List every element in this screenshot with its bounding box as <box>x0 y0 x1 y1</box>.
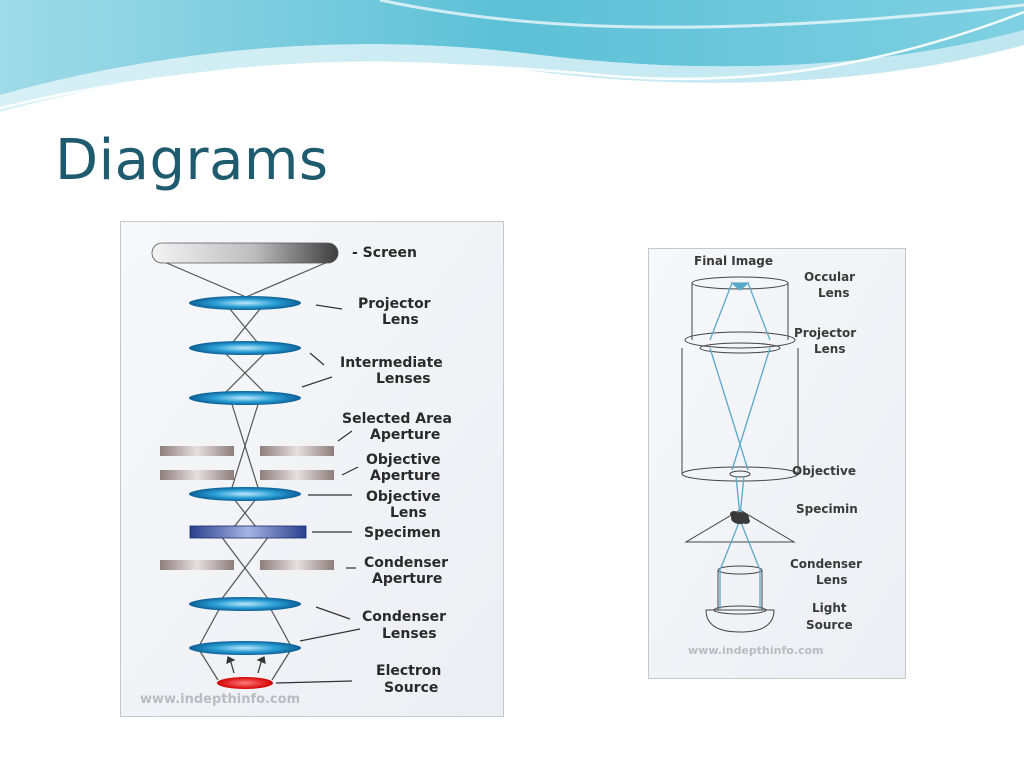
intermediate-lens-lower <box>189 391 301 405</box>
label-intermediate-lenses-line2: Lenses <box>376 371 431 387</box>
light-source-bulb <box>705 609 775 633</box>
header-wave-decoration <box>0 0 1024 112</box>
intermediate-lens-upper <box>189 341 301 355</box>
screen-plate <box>151 242 339 264</box>
objective-lens-small <box>729 470 751 478</box>
label-specimen: Specimen <box>364 525 441 541</box>
selected-area-aperture-left <box>160 446 234 456</box>
electron-source <box>217 677 273 689</box>
light-watermark: www.indepthinfo.com <box>688 644 824 657</box>
label-objective-lens-line1: Objective <box>366 489 441 505</box>
tem-diagram: - Screen Projector Lens Intermediate Len… <box>120 221 504 717</box>
condenser-lens-lower <box>189 641 301 655</box>
light-ray-paths <box>709 282 771 610</box>
label-condenser-lenses-line2: Lenses <box>382 626 437 642</box>
label-condenser-lenses-line1: Condenser <box>362 609 446 625</box>
label-electron-source-line2: Source <box>384 680 438 696</box>
condenser-aperture-left <box>160 560 234 570</box>
specimen-plate <box>189 525 307 539</box>
label-occular-lens-line1: Occular <box>804 270 855 284</box>
label-projector-lens-line1: Projector <box>358 296 431 312</box>
selected-area-aperture-right <box>260 446 334 456</box>
specimen-stage <box>684 509 796 543</box>
label-screen: - Screen <box>352 245 417 261</box>
label-condenser-aperture-line1: Condenser <box>364 555 448 571</box>
label-occular-lens-line2: Lens <box>818 286 849 300</box>
tem-panel-background <box>120 221 504 717</box>
label-final-image: Final Image <box>694 254 773 268</box>
condenser-lens-upper <box>189 597 301 611</box>
label-objective-aperture-line1: Objective <box>366 452 441 468</box>
tem-watermark: www.indepthinfo.com <box>140 692 300 707</box>
objective-lens <box>189 487 301 501</box>
label-specimin: Specimin <box>796 502 858 516</box>
label-light-source-line1: Light <box>812 601 847 615</box>
label-projector-lens-line2: Lens <box>382 312 419 328</box>
label-light-source-line2: Source <box>806 618 853 632</box>
tem-ray-paths <box>161 260 331 681</box>
label-condenser-lens-line1: Condenser <box>790 557 862 571</box>
label-selected-area-line2: Aperture <box>370 427 440 443</box>
projector-lens <box>189 296 301 310</box>
specimen-sample <box>730 511 750 524</box>
label-objective-lens-line2: Lens <box>390 505 427 521</box>
electron-beam-arrows <box>226 656 266 674</box>
objective-aperture-right <box>260 470 334 480</box>
label-condenser-lens-line2: Lens <box>816 573 847 587</box>
label-electron-source-line1: Electron <box>376 663 441 679</box>
light-panel-background <box>648 248 906 679</box>
label-projector-lens-line2: Lens <box>814 342 845 356</box>
projector-lens-ring-inner <box>699 342 781 354</box>
label-selected-area-line1: Selected Area <box>342 411 452 427</box>
body-tube-bottom <box>681 466 799 482</box>
label-objective: Objective <box>792 464 856 478</box>
condenser-aperture-right <box>260 560 334 570</box>
projector-lens-ring <box>684 331 796 349</box>
label-objective-aperture-line2: Aperture <box>370 468 440 484</box>
light-microscope-diagram: Final Image Occular Lens Projector Lens … <box>648 248 906 679</box>
objective-aperture-left <box>160 470 234 480</box>
label-intermediate-lenses-line1: Intermediate <box>340 355 443 371</box>
tem-leader-lines <box>275 304 361 684</box>
label-projector-lens-line1: Projector <box>794 326 856 340</box>
slide-title: Diagrams <box>55 128 329 193</box>
label-condenser-aperture-line2: Aperture <box>372 571 442 587</box>
